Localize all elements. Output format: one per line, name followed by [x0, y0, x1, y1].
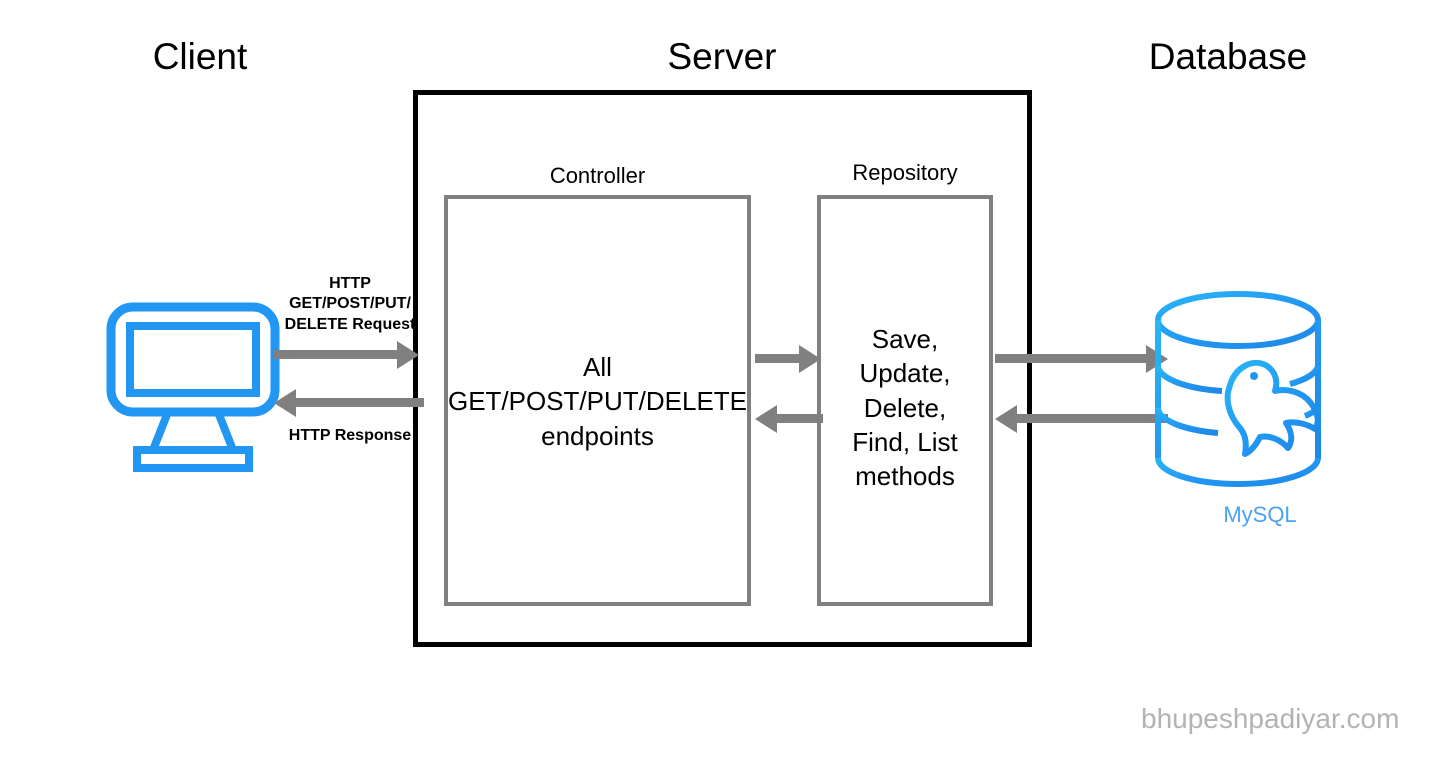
client-monitor-icon [104, 300, 289, 475]
database-to-repository-arrow-head [995, 405, 1017, 433]
watermark: bhupeshpadiyar.com [1141, 703, 1400, 734]
repository-text-line-2: Update, [859, 358, 951, 389]
repository-text-line-1: Save, [871, 324, 939, 354]
repository-to-controller-arrow-line [776, 414, 823, 423]
cylinder-ring-1-left [1155, 365, 1223, 394]
section-title-server: Server [667, 36, 777, 77]
database-to-repository-arrow-line [1016, 414, 1168, 423]
http-request-label-line-3: DELETE Request [284, 315, 416, 333]
http-response-label: HTTP Response [288, 427, 412, 444]
controller-text-line-3: endpoints [541, 420, 654, 451]
http-response-arrow-line [295, 398, 424, 407]
section-title-client: Client [152, 36, 248, 77]
repository-box [817, 195, 993, 606]
controller-text-line-1: All [583, 352, 612, 382]
cylinder-bottom-shape [1155, 457, 1321, 487]
http-request-arrow-line [274, 350, 399, 359]
mysql-database-icon [1150, 288, 1370, 488]
dolphin-shape [1224, 359, 1321, 457]
mysql-caption: MySQL [1223, 502, 1297, 527]
controller-content: All GET/POST/PUT/DELETE endpoints [444, 350, 751, 453]
monitor-screen-shape [126, 322, 260, 397]
repository-content: Save, Update, Delete, Find, List methods [817, 322, 993, 494]
monitor-base-shape [133, 446, 253, 472]
repository-text-line-4: Find, List [852, 426, 958, 457]
repository-text-line-5: methods [855, 461, 955, 492]
controller-box [444, 195, 751, 606]
monitor-frame-shape [106, 302, 280, 417]
controller-to-repository-arrow-line [755, 354, 801, 363]
http-response-arrow-head [274, 389, 296, 417]
monitor-stand-shape [149, 410, 237, 452]
controller-label: Controller [549, 163, 646, 188]
repository-to-controller-arrow-head [755, 405, 777, 433]
dolphin-eye-shape [1250, 372, 1258, 380]
http-request-label: HTTP GET/POST/PUT/ DELETE Request [245, 274, 455, 335]
controller-text-line-2: GET/POST/PUT/DELETE [447, 386, 748, 417]
section-title-database: Database [1148, 36, 1308, 77]
cylinder-ring-1-right [1289, 365, 1321, 387]
cylinder-ring-2-right [1303, 405, 1321, 419]
http-request-label-line-2: GET/POST/PUT/ [289, 295, 411, 313]
http-request-arrow-head [397, 341, 419, 369]
controller-to-repository-arrow-head [799, 345, 821, 373]
cylinder-top-shape [1155, 291, 1321, 349]
repository-to-database-arrow-line [995, 354, 1148, 363]
repository-text-line-3: Delete, [863, 392, 947, 423]
repository-label: Repository [852, 160, 958, 185]
http-request-label-line-1: HTTP [329, 275, 371, 292]
cylinder-side-shape [1155, 320, 1321, 458]
cylinder-ring-2-left [1155, 407, 1219, 436]
